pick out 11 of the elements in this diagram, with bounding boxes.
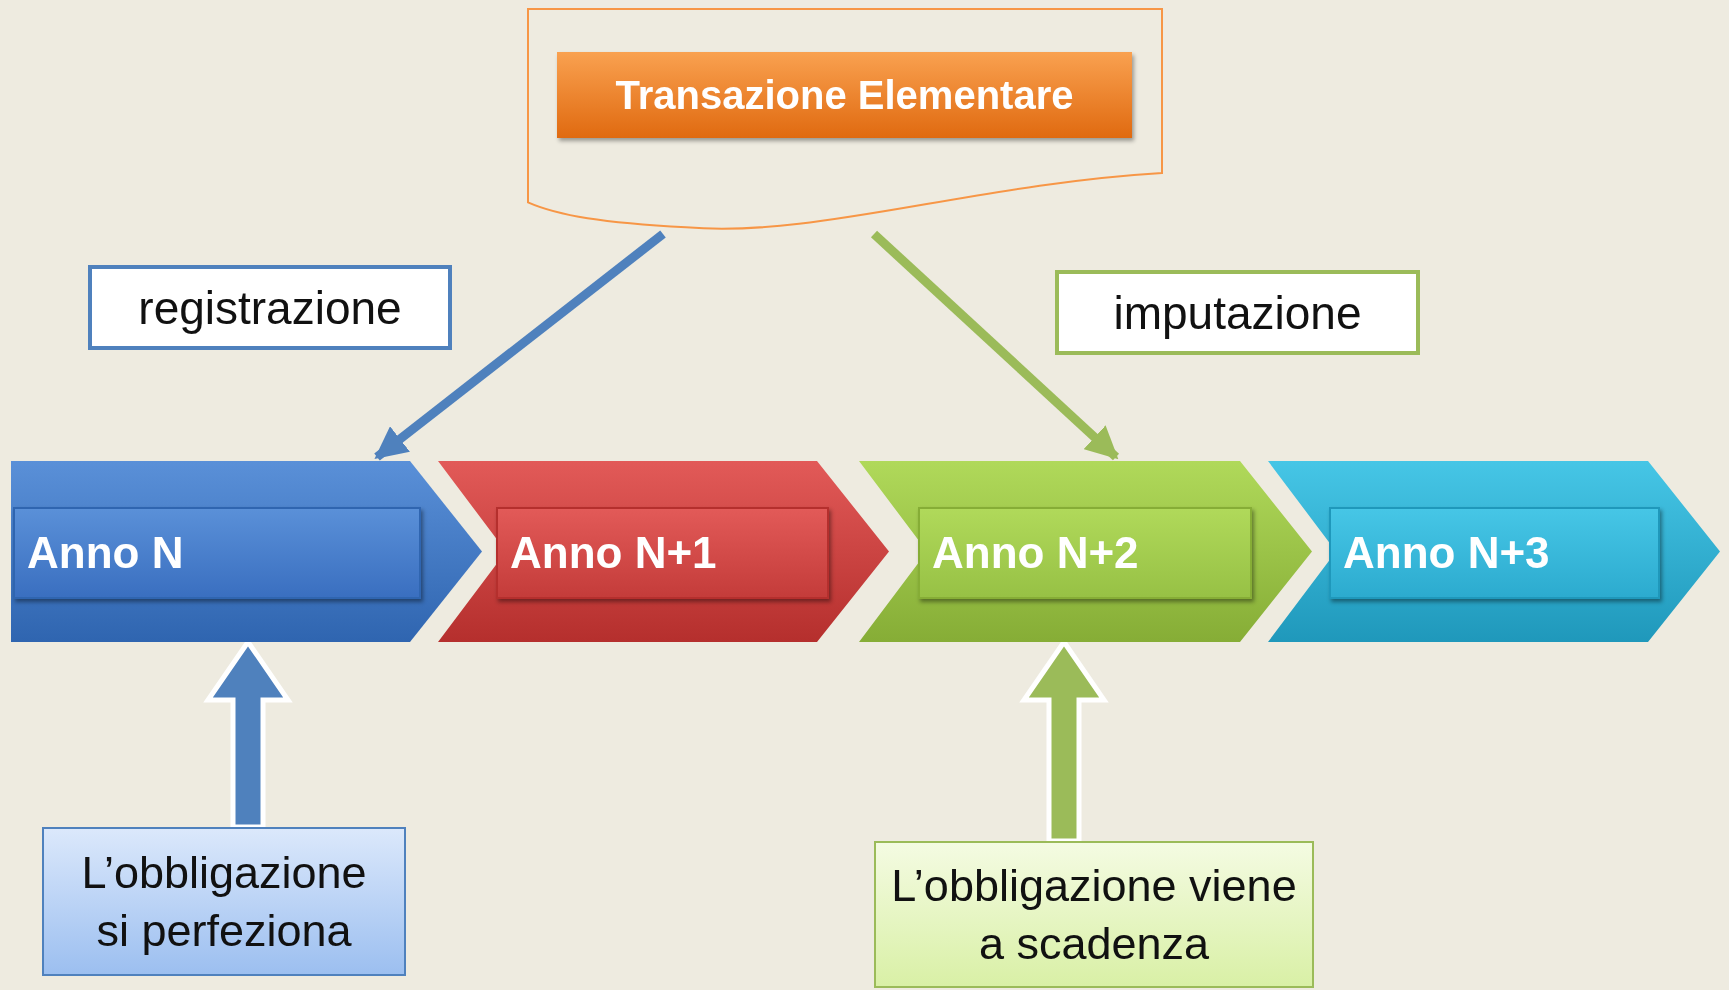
note-box: L’obbligazione viene a scadenza [874,841,1314,988]
year-label: Anno N+2 [918,507,1252,599]
term-label: imputazione [1055,270,1420,355]
year-label: Anno N+1 [496,507,829,599]
year-label: Anno N+3 [1329,507,1660,599]
year-label: Anno N [13,507,421,599]
arrow [870,230,1120,461]
title-banner: Transazione Elementare [557,52,1132,138]
term-label: registrazione [88,265,452,350]
note-box: L’obbligazione si perfeziona [42,827,406,976]
arrow [374,230,666,461]
